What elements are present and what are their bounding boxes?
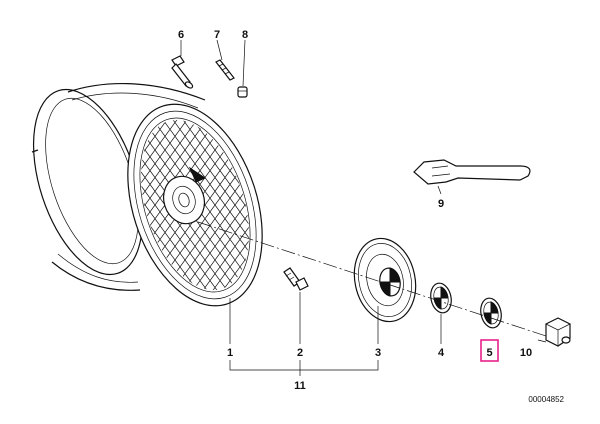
emblem-large	[430, 282, 452, 314]
callout-5: 5	[486, 347, 492, 359]
assembly-axis	[197, 221, 547, 337]
callout-6: 6	[178, 29, 184, 41]
valve-cap	[237, 86, 248, 98]
callout-7: 7	[214, 29, 220, 41]
callout-5-highlight-box	[480, 339, 499, 362]
emblem-small	[480, 297, 502, 329]
center-cap	[353, 237, 417, 323]
valve-stem	[171, 55, 194, 89]
callout-8: 8	[242, 29, 248, 41]
drawing-number: 00004852	[528, 395, 564, 404]
callout-10: 10	[520, 347, 532, 359]
callout-2: 2	[297, 347, 303, 359]
wheel-bolt	[283, 267, 309, 291]
callout-11: 11	[294, 380, 306, 392]
callout-3: 3	[375, 347, 381, 359]
callout-9: 9	[438, 198, 444, 210]
wheel-key	[413, 159, 531, 185]
callout-labels: 6 7 8 9 1 2 3 4 5 10 11	[178, 29, 532, 392]
hex-nut	[545, 317, 571, 347]
callout-4: 4	[438, 347, 445, 359]
leader-lines	[180, 39, 547, 376]
callout-1: 1	[227, 347, 233, 359]
valve-insert	[215, 59, 235, 81]
